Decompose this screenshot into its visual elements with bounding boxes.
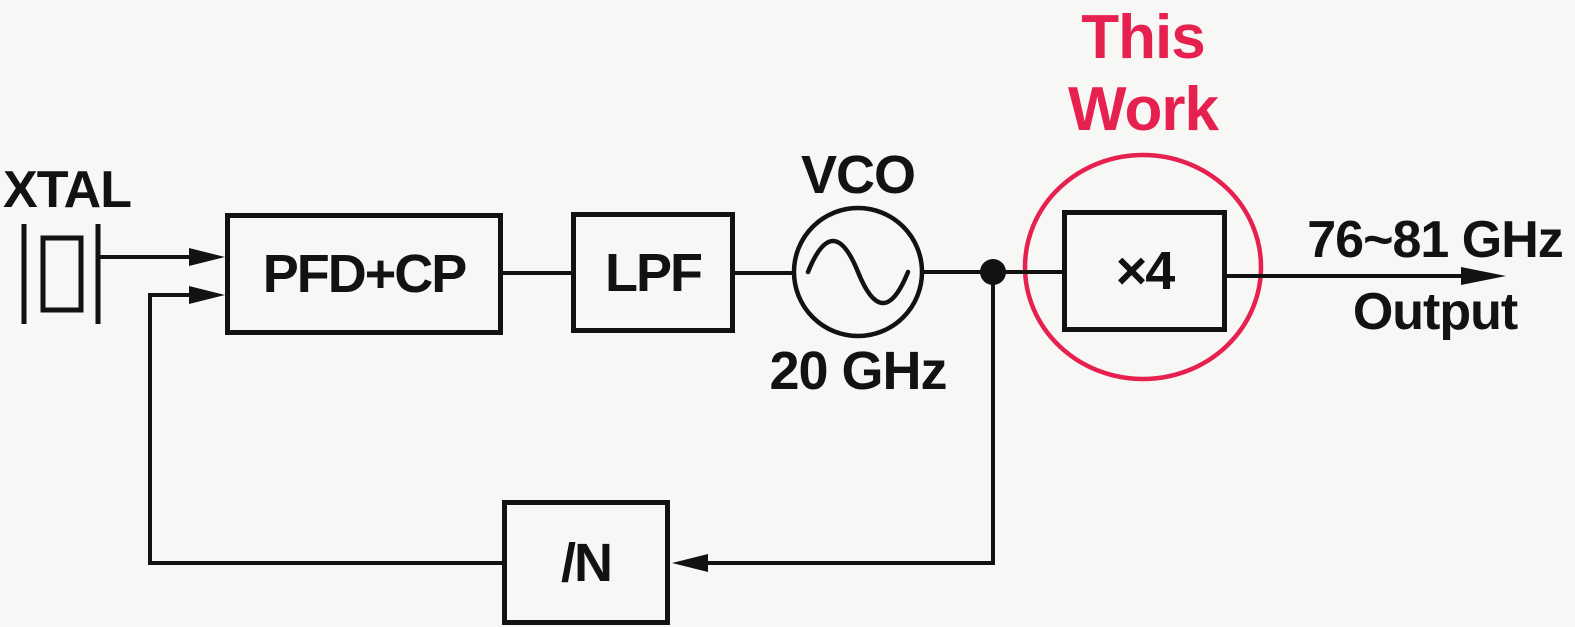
wire-node-to-divider <box>706 272 995 565</box>
vco-label: VCO <box>800 145 916 205</box>
block-frequency-multiplier-label: ×4 <box>1115 241 1176 301</box>
block-pfd-cp-label: PFD+CP <box>262 244 468 304</box>
arrowhead-divider-to-pfd <box>189 286 225 304</box>
arrowhead-xtal-to-pfd <box>189 248 225 266</box>
this-work-highlight-ellipse <box>1022 152 1264 382</box>
wire-divider-to-pfd <box>148 293 502 565</box>
this-work-label: This Work <box>1023 2 1263 146</box>
sine-wave-icon <box>805 239 911 305</box>
output-frequency-label: 76~81 GHz <box>1307 211 1564 269</box>
xtal-label: XTAL <box>3 161 132 219</box>
this-work-label-line1: This <box>1081 3 1205 72</box>
arrowhead-node-to-divider <box>672 554 708 572</box>
output-label: Output <box>1352 283 1518 341</box>
block-lpf: LPF <box>571 212 735 333</box>
crystal-body <box>40 235 84 313</box>
arrowhead-output <box>1461 267 1506 285</box>
block-frequency-divider-label: /N <box>561 532 613 593</box>
block-frequency-divider: /N <box>502 500 670 625</box>
vco-frequency-label: 20 GHz <box>769 341 947 401</box>
this-work-label-line2: Work <box>1068 75 1219 144</box>
block-pfd-cp: PFD+CP <box>225 213 503 335</box>
crystal-icon <box>21 224 101 324</box>
block-lpf-label: LPF <box>605 242 703 303</box>
block-frequency-multiplier: ×4 <box>1062 210 1227 332</box>
